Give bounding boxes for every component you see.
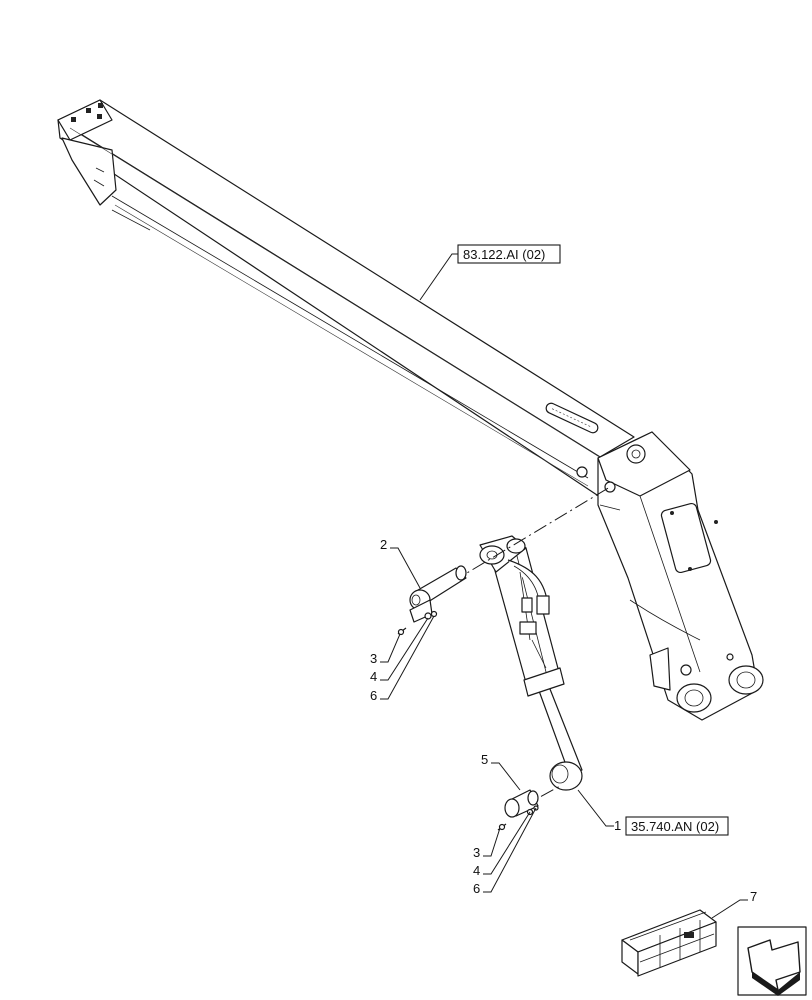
crate-kit-icon: 7 xyxy=(621,889,757,977)
callout-5: 5 xyxy=(481,752,488,767)
callout-3-lower: 3 xyxy=(473,845,480,860)
lower-bolt xyxy=(497,823,507,831)
callout-group-lower: 5 3 4 6 xyxy=(473,752,537,896)
callout-6-lower: 6 xyxy=(473,881,480,896)
callout-4-upper: 4 xyxy=(370,669,377,684)
callout-group-upper: 2 3 4 6 xyxy=(370,537,435,703)
hydraulic-cylinder xyxy=(479,535,583,791)
boom-reference-label: 83.122.AI (02) xyxy=(463,247,545,262)
callout-3-upper: 3 xyxy=(370,651,377,666)
upper-pin xyxy=(409,565,467,623)
callout-7: 7 xyxy=(750,889,757,904)
lower-pin xyxy=(504,789,539,818)
boom-reference[interactable]: 83.122.AI (02) xyxy=(419,244,561,301)
upper-bolt xyxy=(397,627,407,636)
callout-4-lower: 4 xyxy=(473,863,480,878)
callout-2: 2 xyxy=(380,537,387,552)
cylinder-reference-label: 35.740.AN (02) xyxy=(631,819,719,834)
callout-6-upper: 6 xyxy=(370,688,377,703)
upper-pin-centerline xyxy=(451,486,611,583)
boom-arm xyxy=(57,99,764,721)
direction-arrow-icon[interactable] xyxy=(737,926,807,996)
callout-1: 1 xyxy=(614,818,621,833)
cylinder-reference[interactable]: 1 35.740.AN (02) xyxy=(577,789,729,836)
